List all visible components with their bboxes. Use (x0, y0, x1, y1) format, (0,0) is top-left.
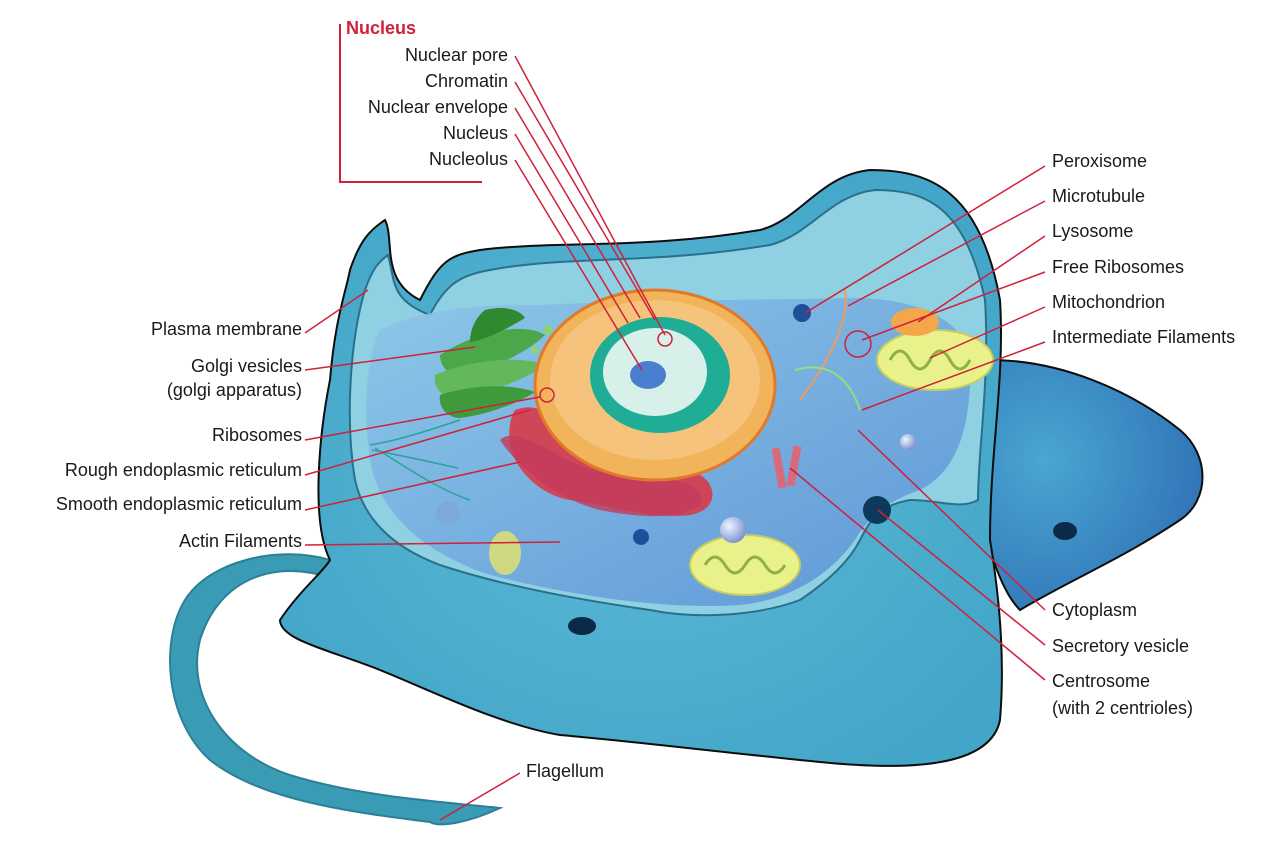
smooth-er (500, 435, 701, 517)
label-actin-filaments: Actin Filaments (178, 531, 302, 551)
free-ribosomes-marker (844, 330, 872, 358)
leader-flagellum (439, 772, 521, 821)
label-cytoplasm: Cytoplasm (1052, 600, 1138, 620)
label-flagellum: Flagellum (526, 761, 605, 781)
label-rough-er: Rough endoplasmic reticulum (64, 460, 302, 480)
label-centrosome: Centrosome (1052, 671, 1151, 691)
nucleolus (630, 361, 666, 389)
leader-centrosome (789, 467, 1046, 681)
vesicle (436, 501, 460, 525)
nucleus (533, 288, 777, 482)
actin-filaments (369, 419, 471, 501)
leader-peroxisome (804, 165, 1046, 314)
label-chromatin: Chromatin (424, 71, 508, 91)
label-intermediate-filaments: Intermediate Filaments (1052, 327, 1236, 347)
leader-nucleolus (514, 159, 643, 371)
leader-mitochondrion (929, 306, 1046, 359)
label-nucleolus: Nucleolus (428, 149, 508, 169)
leader-secretory (877, 509, 1046, 646)
secretory-vesicle (863, 496, 891, 524)
leader-smooth-er (304, 461, 521, 511)
label-lysosome: Lysosome (1052, 221, 1134, 241)
leader-plasma-membrane (304, 289, 369, 334)
label-free-ribosomes: Free Ribosomes (1052, 257, 1185, 277)
body-spot (568, 617, 596, 635)
label-secretory-vesicle: Secretory vesicle (1052, 636, 1190, 656)
label-smooth-er: Smooth endoplasmic reticulum (55, 494, 302, 514)
vesicle (489, 531, 521, 575)
vesicle (720, 517, 746, 543)
body-spot (1053, 522, 1077, 540)
right-lobe (976, 358, 1204, 612)
leader-microtubule (847, 200, 1046, 307)
nuclear-pore-marker (657, 331, 673, 347)
nucleus-bracket (339, 24, 482, 183)
leader-rough-er (304, 409, 531, 476)
microtubule-fiber (799, 289, 847, 401)
label-centrioles: (with 2 centrioles) (1052, 698, 1194, 718)
label-ribosomes: Ribosomes (211, 425, 302, 445)
label-nucleus: Nucleus (442, 123, 508, 143)
mitochondrion-1 (876, 329, 994, 391)
leader-nuclear-pore (514, 55, 666, 336)
leader-golgi (304, 346, 476, 371)
leader-ribosomes (304, 396, 541, 441)
mitochondrion-2 (689, 534, 801, 596)
peroxisome (793, 304, 811, 322)
label-nuclear-pore: Nuclear pore (404, 45, 508, 65)
label-microtubule: Microtubule (1052, 186, 1146, 206)
leader-lines (304, 55, 1046, 821)
centrosome (771, 445, 802, 489)
intermediate-filament (794, 366, 861, 411)
golgi-apparatus (434, 307, 553, 418)
leader-free-ribosomes (861, 271, 1046, 341)
vesicle (900, 434, 916, 450)
flagellum-shape (169, 553, 504, 826)
leader-nuclear-envelope (514, 107, 641, 319)
label-golgi-apparatus: (golgi apparatus) (166, 380, 302, 400)
ribosomes-marker (539, 387, 555, 403)
nucleus-group-title: Nucleus (346, 18, 417, 38)
leader-intermediate (861, 341, 1046, 411)
label-peroxisome: Peroxisome (1052, 151, 1148, 171)
leader-cytoplasm (857, 429, 1046, 611)
vesicle (633, 529, 649, 545)
leader-chromatin (514, 81, 656, 321)
label-nuclear-envelope: Nuclear envelope (367, 97, 508, 117)
label-plasma-membrane: Plasma membrane (150, 319, 302, 339)
leader-nucleus (514, 133, 629, 324)
label-mitochondrion: Mitochondrion (1052, 292, 1166, 312)
leader-lysosome (917, 235, 1046, 323)
label-golgi-vesicles: Golgi vesicles (190, 356, 302, 376)
leader-actin (304, 541, 561, 546)
